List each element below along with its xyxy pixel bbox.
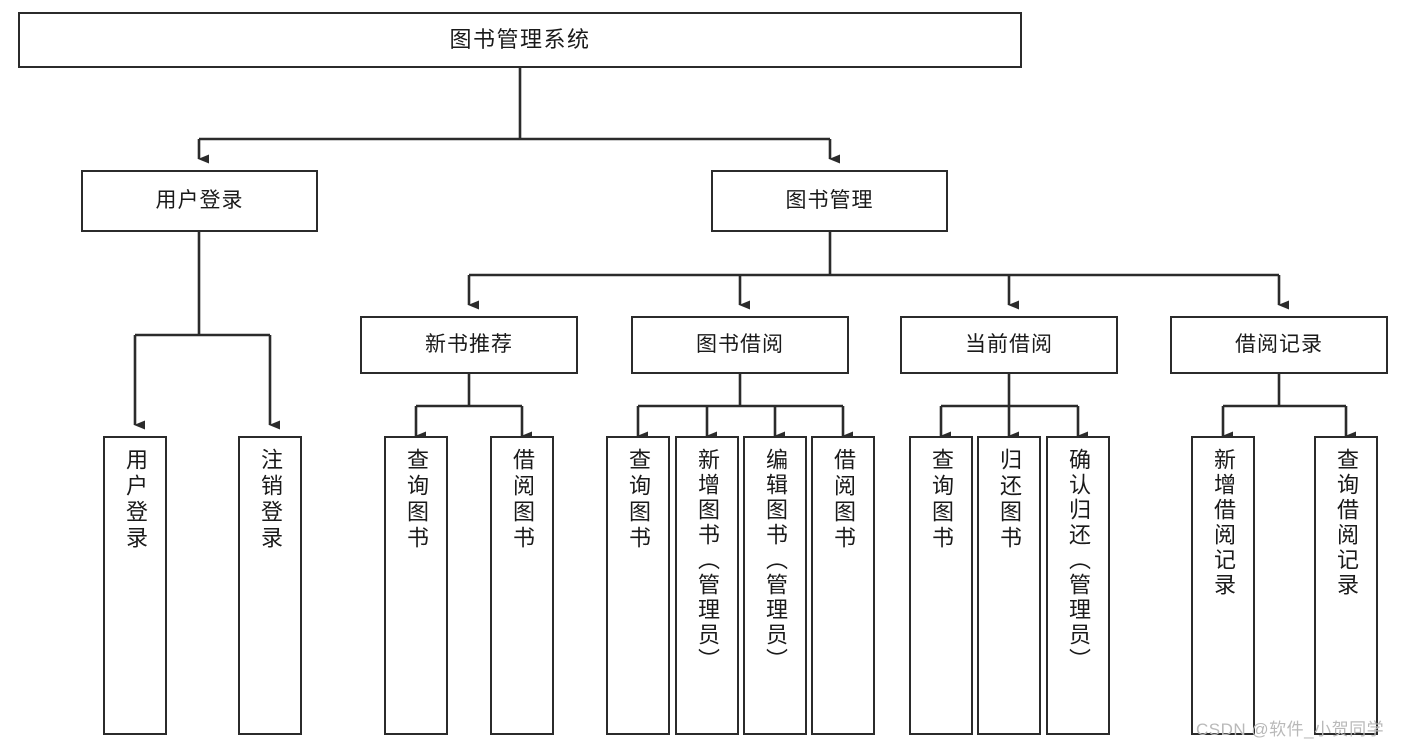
node-label: 用户登录 [155, 189, 244, 213]
node-label: 查询图书 [404, 448, 429, 552]
node-label: 图书管理系统 [449, 26, 591, 52]
node-label: 用户登录 [123, 448, 148, 552]
leaf-borrow-book-newbook[interactable]: 借阅图书 [490, 436, 554, 735]
node-label: 借阅图书 [510, 448, 535, 552]
node-label: 图书借阅 [696, 333, 784, 357]
leaf-edit-book-admin[interactable]: 编辑图书（管理员） [743, 436, 807, 735]
leaf-logout[interactable]: 注销登录 [238, 436, 302, 735]
node-label: 查询借阅记录 [1334, 448, 1359, 598]
leaf-user-login[interactable]: 用户登录 [103, 436, 167, 735]
node-label: 注销登录 [258, 448, 283, 552]
node-current-borrow[interactable]: 当前借阅 [900, 316, 1118, 374]
node-book-management[interactable]: 图书管理 [711, 170, 948, 232]
node-label: 新增图书（管理员） [695, 448, 720, 673]
node-label: 借阅记录 [1235, 333, 1323, 357]
node-label: 借阅图书 [831, 448, 856, 552]
node-root-library-system[interactable]: 图书管理系统 [18, 12, 1022, 68]
node-user-login[interactable]: 用户登录 [81, 170, 318, 232]
leaf-query-book-current[interactable]: 查询图书 [909, 436, 973, 735]
leaf-query-book-borrow[interactable]: 查询图书 [606, 436, 670, 735]
node-label: 当前借阅 [965, 333, 1053, 357]
node-label: 查询图书 [929, 448, 954, 552]
leaf-add-book-admin[interactable]: 新增图书（管理员） [675, 436, 739, 735]
node-new-book-recommend[interactable]: 新书推荐 [360, 316, 578, 374]
node-book-borrow[interactable]: 图书借阅 [631, 316, 849, 374]
node-label: 图书管理 [785, 189, 874, 213]
node-label: 新增借阅记录 [1211, 448, 1236, 598]
leaf-query-book-newbook[interactable]: 查询图书 [384, 436, 448, 735]
node-label: 新书推荐 [425, 333, 513, 357]
leaf-return-book[interactable]: 归还图书 [977, 436, 1041, 735]
node-label: 查询图书 [626, 448, 651, 552]
leaf-borrow-book[interactable]: 借阅图书 [811, 436, 875, 735]
leaf-add-borrow-record[interactable]: 新增借阅记录 [1191, 436, 1255, 735]
leaf-confirm-return-admin[interactable]: 确认归还（管理员） [1046, 436, 1110, 735]
node-label: 归还图书 [997, 448, 1022, 552]
leaf-query-borrow-record[interactable]: 查询借阅记录 [1314, 436, 1378, 735]
node-label: 编辑图书（管理员） [763, 448, 788, 673]
node-borrow-record[interactable]: 借阅记录 [1170, 316, 1388, 374]
node-label: 确认归还（管理员） [1066, 448, 1091, 673]
